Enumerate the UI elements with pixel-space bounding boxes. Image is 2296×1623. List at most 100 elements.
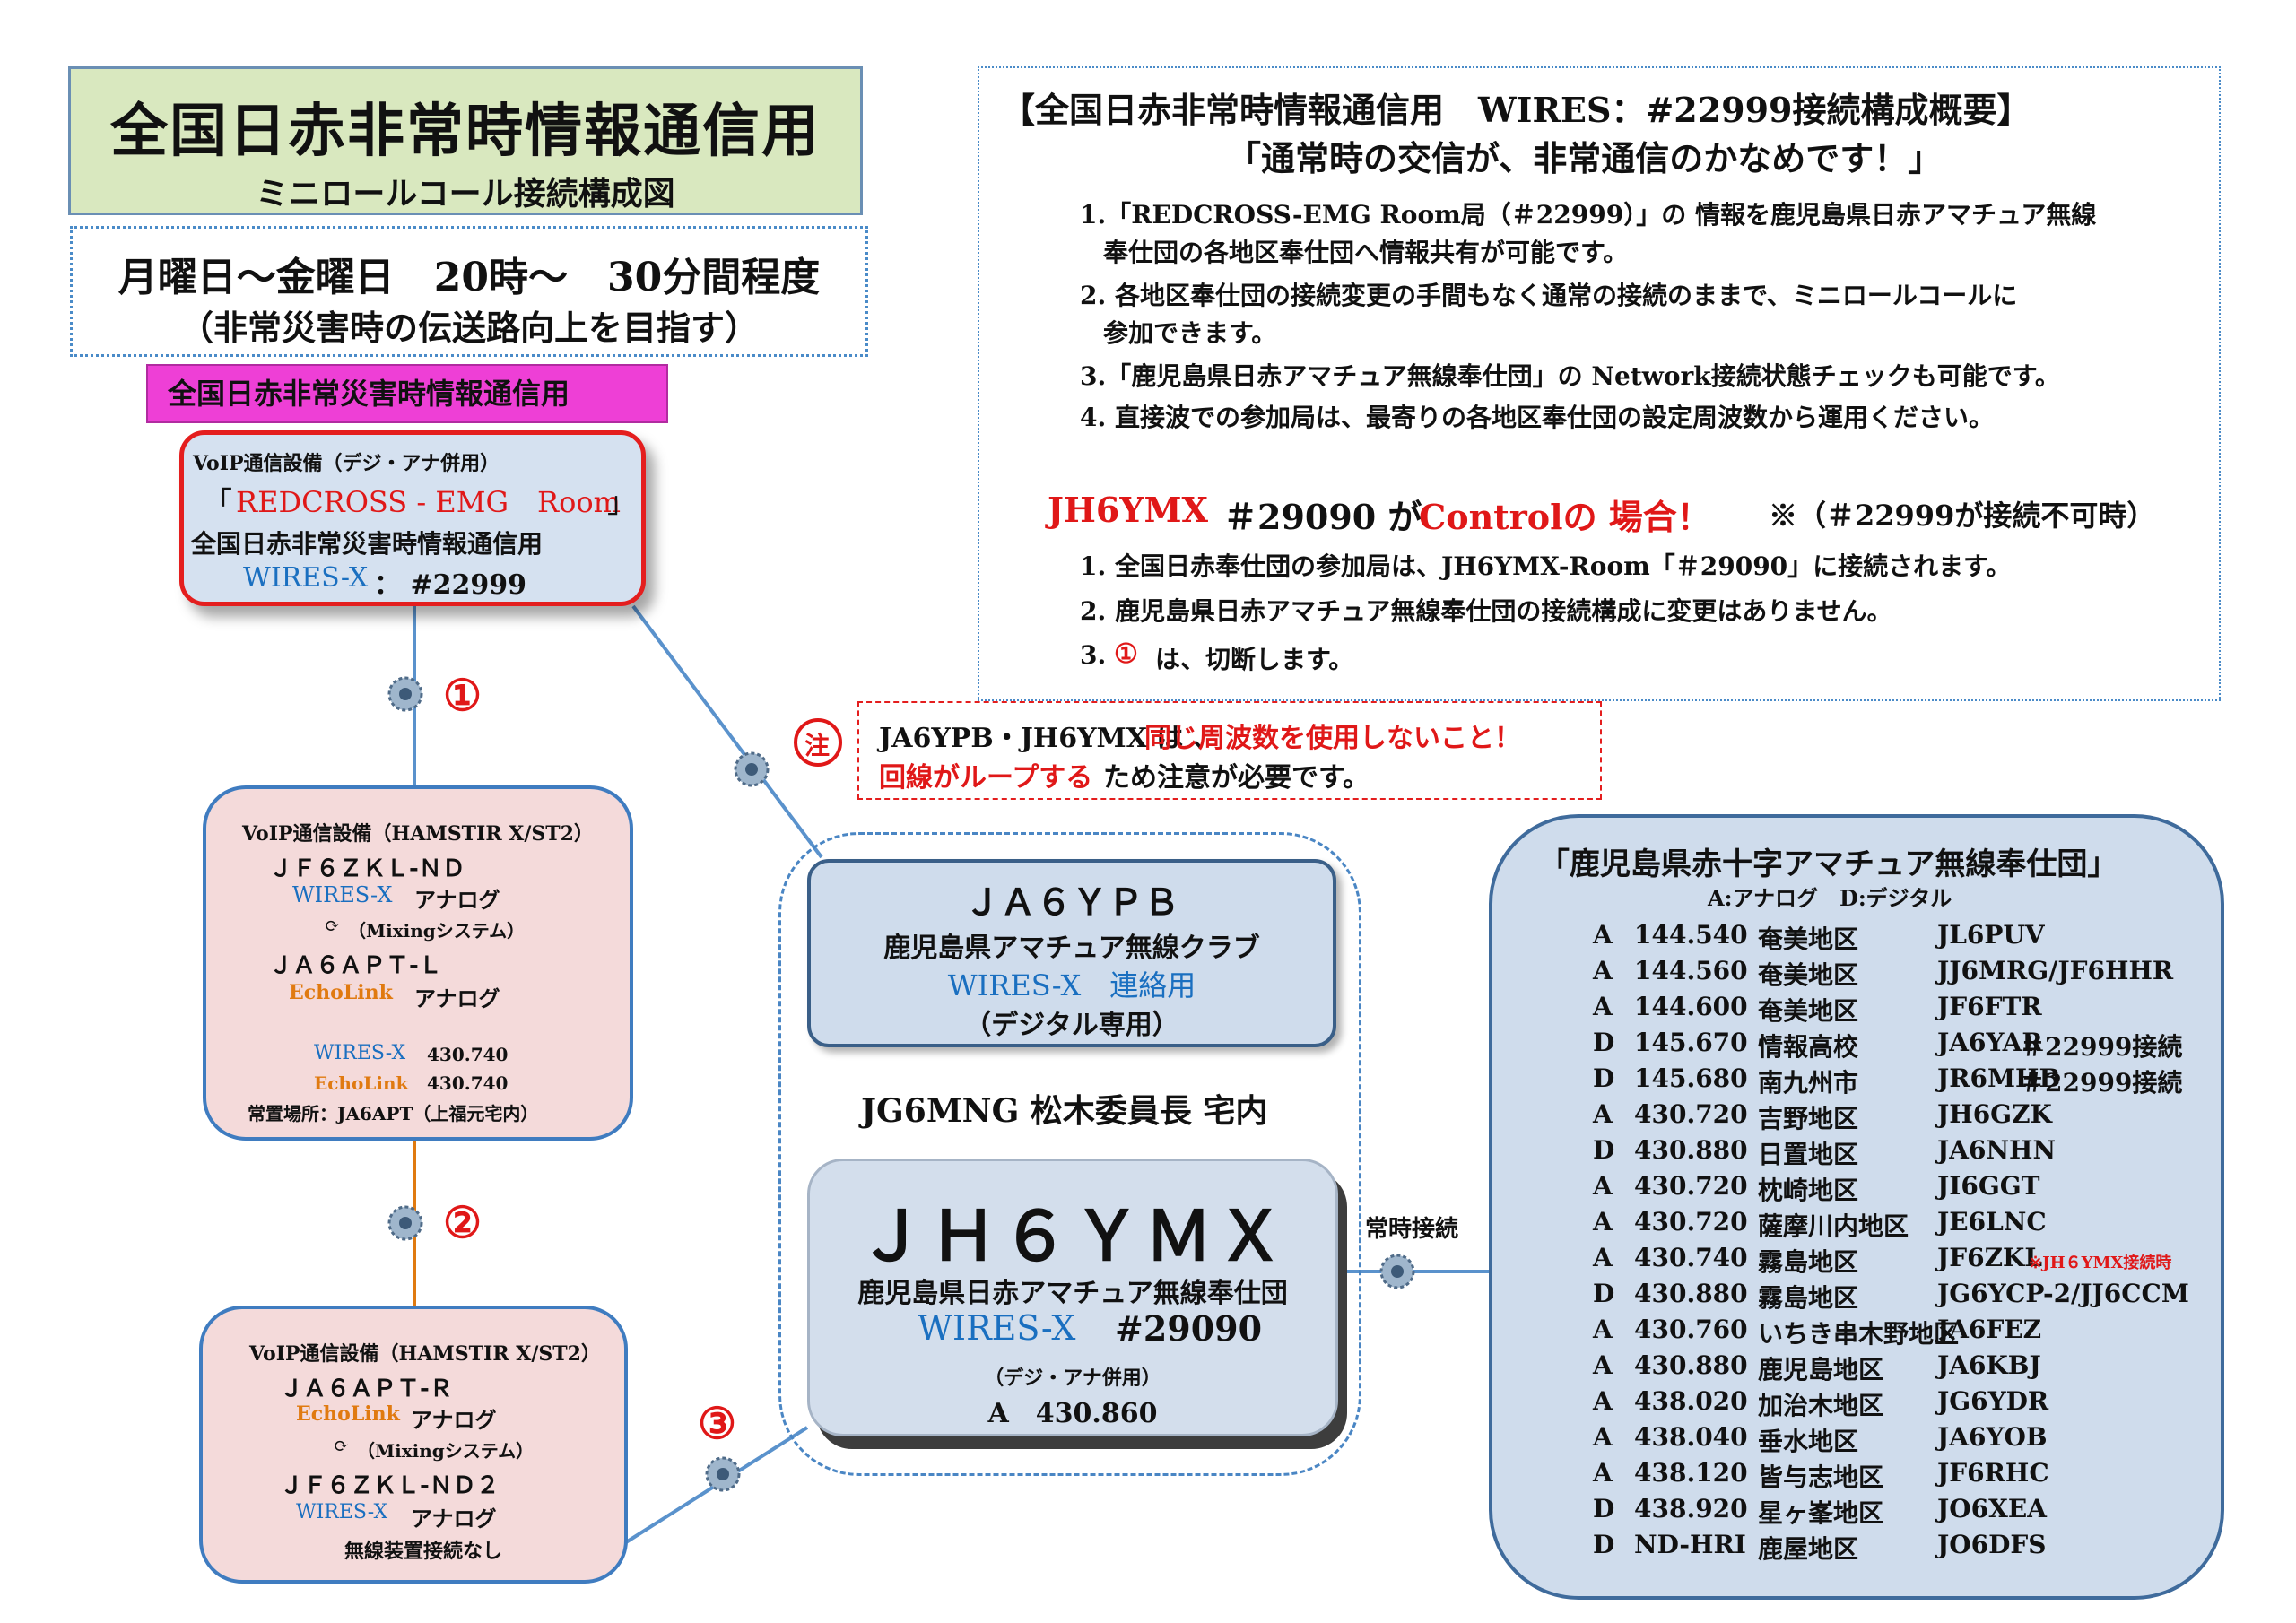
row-mode: D	[1593, 1028, 1615, 1057]
row-mode: A	[1593, 1315, 1613, 1344]
ja6ypb-mode: （デジタル専用）	[964, 1010, 1179, 1041]
ja6ypb-club: 鹿児島県アマチュア無線クラブ	[883, 933, 1260, 964]
station2-analog-1: アナログ	[411, 1407, 497, 1433]
overview-item-1-cont: 奉仕団の各地区奉仕団へ情報共有が可能です。	[1103, 238, 1629, 267]
row-mode: D	[1593, 1494, 1615, 1523]
station2-callsign-1: ＪＡ６ＡＰＴ-Ｒ	[280, 1376, 453, 1402]
station1-wires-freq-label: WIRES-X	[314, 1042, 406, 1064]
station2-analog-2: アナログ	[411, 1506, 497, 1532]
row-frequency: 145.680	[1634, 1063, 1748, 1093]
ja6ypb-box: ＪＡ６ＹＰＢ 鹿児島県アマチュア無線クラブ WIRES-X 連絡用 （デジタル専…	[807, 859, 1336, 1047]
row-frequency: ND-HRI	[1634, 1530, 1746, 1559]
schedule-box: 月曜日～金曜日 20時～ 30分間程度 （非常災害時の伝送路向上を目指す）	[70, 226, 868, 357]
always-connected-label: 常時接続	[1365, 1216, 1459, 1243]
station1-wires-freq: 430.740	[427, 1044, 509, 1065]
row-frequency: 144.600	[1634, 992, 1748, 1021]
row-area: 霧島地区	[1758, 1283, 1859, 1313]
warning-badge-icon	[794, 718, 842, 767]
kagoshima-legend: A:アナログ D:デジタル	[1708, 885, 1952, 911]
station1-mixing: （Mixingシステム）	[348, 920, 526, 942]
redcross-purpose: 全国日赤非常災害時情報通信用	[191, 529, 544, 559]
mixing-icon: ⟳	[325, 915, 340, 936]
kagoshima-title: 「鹿児島県赤十字アマチュア無線奉仕団」	[1539, 846, 2118, 882]
row-callsign: JA6YOB	[1937, 1422, 2048, 1452]
station2-echolink: EchoLink	[296, 1402, 400, 1426]
row-area: 奄美地区	[1758, 960, 1859, 990]
row-mode: A	[1593, 1207, 1613, 1237]
link-number-3: ③	[698, 1399, 737, 1449]
row-area: 情報高校	[1758, 1032, 1859, 1062]
row-frequency: 430.880	[1634, 1135, 1748, 1165]
jh6ymx-wires-label: WIRES-X	[918, 1308, 1076, 1348]
row-frequency: 438.040	[1634, 1422, 1748, 1452]
control-item-2: 2. 鹿児島県日赤アマチュア無線奉仕団の接続構成に変更はありません。	[1080, 596, 1892, 626]
row-callsign: JO6XEA	[1937, 1494, 2047, 1523]
station2-wires: WIRES-X	[296, 1501, 388, 1523]
row-mode: A	[1593, 1099, 1613, 1129]
row-frequency: 430.760	[1634, 1315, 1748, 1344]
row-area: 星ヶ峯地区	[1758, 1498, 1884, 1528]
row-frequency: 145.670	[1634, 1028, 1748, 1057]
control-item-1: 1. 全国日赤奉仕団の参加局は、JH6YMX-Room「＃29090」に接続され…	[1080, 551, 2012, 581]
row-mode: A	[1593, 992, 1613, 1021]
row-frequency: 430.720	[1634, 1171, 1748, 1201]
row-frequency: 144.540	[1634, 920, 1748, 950]
station2-mixing: （Mixingシステム）	[357, 1440, 535, 1462]
row-area: 奄美地区	[1758, 924, 1859, 954]
station1-equipment: VoIP通信設備（HAMSTIR X/ST2）	[242, 822, 594, 846]
row-callsign: JA6YAR	[1937, 1028, 2043, 1057]
row-frequency: 430.880	[1634, 1279, 1748, 1308]
row-mode: A	[1593, 920, 1613, 950]
station1-location: 常置場所：JA6APT（上福元宅内）	[248, 1103, 539, 1124]
station1-analog-2: アナログ	[414, 985, 500, 1011]
jh6ymx-mode: （デジ・アナ併用）	[984, 1367, 1161, 1390]
row-callsign: JO6DFS	[1937, 1530, 2047, 1559]
page-subtitle: ミニロールコール接続構成図	[256, 175, 675, 213]
mixing-icon: ⟳	[334, 1435, 349, 1456]
redcross-room-box: VoIP通信設備（デジ・アナ併用） 「 REDCROSS - EMG Room …	[179, 430, 646, 606]
redcross-wires-room: ： #22999	[374, 569, 526, 601]
network-connector-icon	[387, 676, 423, 712]
warning-line-2b: ため注意が必要です。	[1103, 762, 1370, 794]
title-box: 全国日赤非常時情報通信用 ミニロールコール接続構成図	[68, 66, 863, 215]
row-mode: A	[1593, 1422, 1613, 1452]
row-area: 枕崎地区	[1758, 1176, 1859, 1205]
row-callsign: JH6GZK	[1937, 1099, 2052, 1129]
ja6ypb-wires: WIRES-X 連絡用	[947, 968, 1196, 1002]
station2-equipment: VoIP通信設備（HAMSTIR X/ST2）	[249, 1342, 601, 1366]
network-connector-icon	[387, 1205, 423, 1241]
row-callsign: JG6YDR	[1937, 1386, 2049, 1416]
overview-subheading: 「通常時の交信が、非常通信のかなめです！」	[1227, 138, 1943, 178]
link-number-2: ②	[443, 1198, 483, 1248]
row-callsign: JF6RHC	[1937, 1458, 2049, 1488]
row-callsign: JG6YCP-2/JJ6CCM	[1937, 1279, 2189, 1308]
control-room: ＃29090 が	[1223, 497, 1422, 537]
row-mode: A	[1593, 956, 1613, 985]
row-mode: A	[1593, 1171, 1613, 1201]
row-mode: D	[1593, 1279, 1615, 1308]
emergency-label: 全国日赤非常災害時情報通信用	[146, 364, 668, 423]
station1-analog-1: アナログ	[414, 887, 500, 913]
row-area: 奄美地区	[1758, 996, 1859, 1026]
row-frequency: 438.020	[1634, 1386, 1748, 1416]
row-note: ※JH６YMX接続時	[2029, 1254, 2172, 1272]
network-connector-icon	[1379, 1254, 1415, 1289]
page-title: 全国日赤非常時情報通信用	[110, 98, 821, 165]
jh6ymx-box: ＪＨ６ＹＭＸ 鹿児島県日赤アマチュア無線奉仕団 WIRES-X #29090 （…	[807, 1159, 1338, 1436]
row-mode: A	[1593, 1386, 1613, 1416]
overview-item-4: 4. 直接波での参加局は、最寄りの各地区奉仕団の設定周波数から運用ください。	[1080, 403, 1994, 432]
station1-echo-freq: 430.740	[427, 1072, 509, 1094]
network-connector-icon	[734, 751, 770, 787]
ja6ypb-callsign: ＪＡ６ＹＰＢ	[964, 881, 1179, 924]
station1-echolink: EchoLink	[289, 981, 393, 1004]
station1-echo-freq-label: EchoLink	[314, 1072, 409, 1094]
warning-line-1a: JA6YPB・JH6YMX は 、	[879, 723, 1220, 754]
schedule-text: 月曜日～金曜日 20時～ 30分間程度	[117, 255, 821, 300]
row-callsign: JA6KBJ	[1937, 1350, 2041, 1380]
overview-item-2: 2. 各地区奉仕団の接続変更の手間もなく通常の接続のままで、ミニロールコールに	[1080, 281, 2018, 310]
jh6ymx-org: 鹿児島県日赤アマチュア無線奉仕団	[857, 1278, 1288, 1309]
row-callsign: JE6LNC	[1937, 1207, 2047, 1237]
warning-box: JA6YPB・JH6YMX は 、 同じ周波数を使用しないこと！ 回線がループす…	[857, 701, 1602, 800]
overview-item-3: 3.「鹿児島県日赤アマチュア無線奉仕団」の Network接続状態チェックも可能…	[1080, 361, 2060, 391]
redcross-room-name: REDCROSS - EMG Room	[236, 485, 622, 519]
